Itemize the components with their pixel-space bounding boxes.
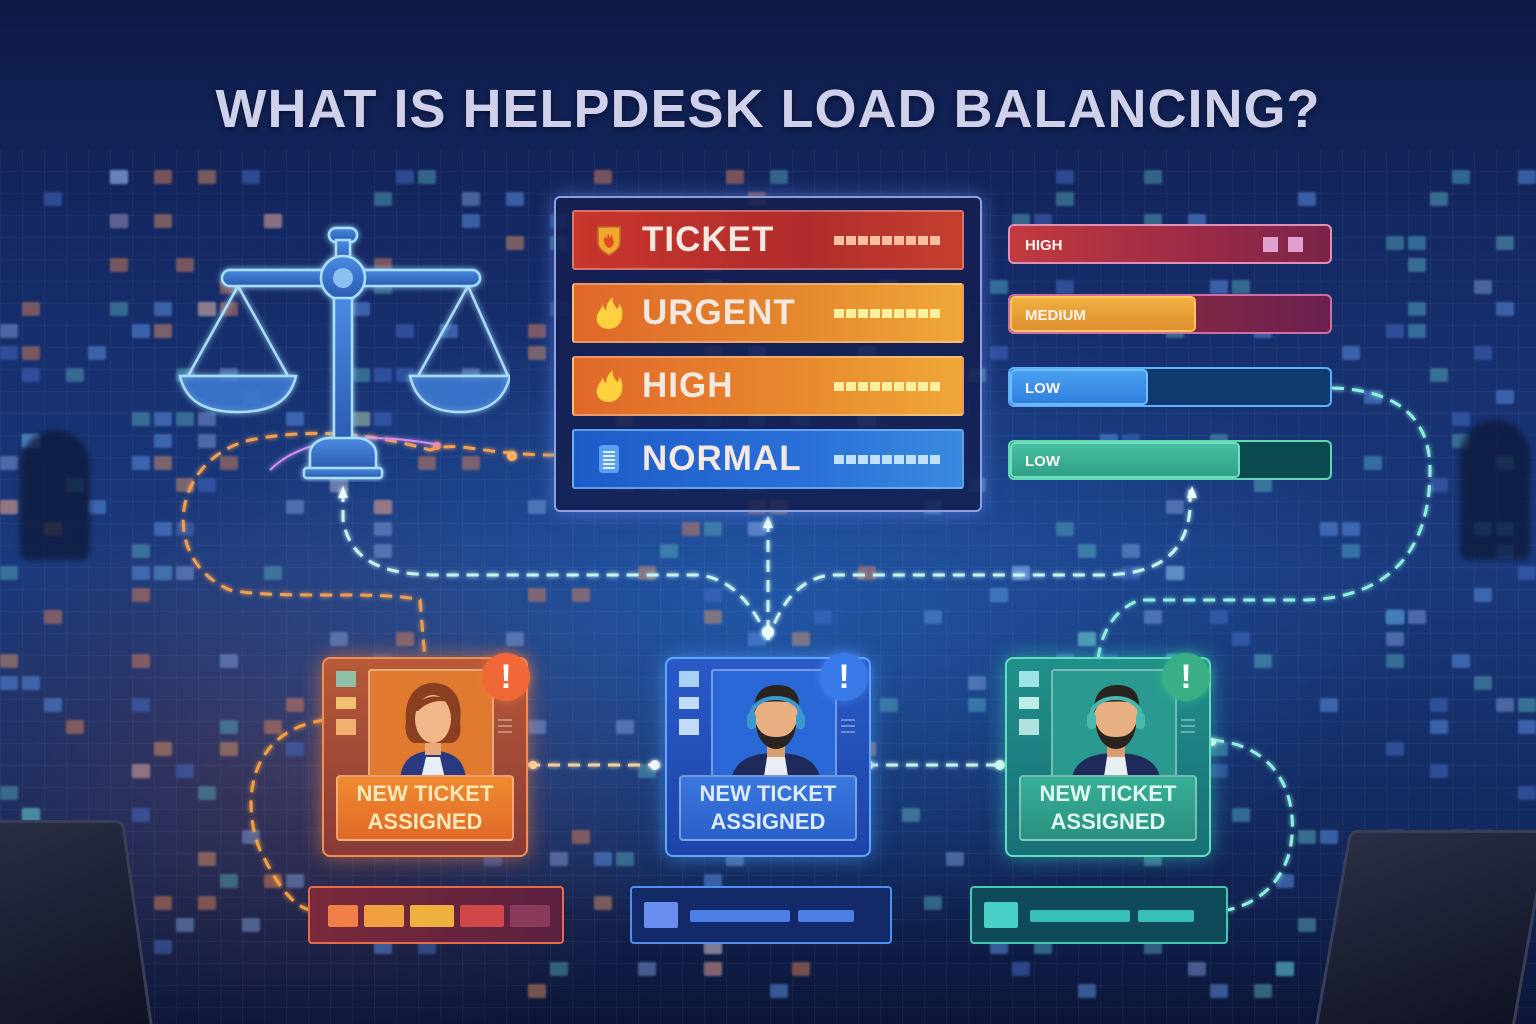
- status-banner: NEW TICKET ASSIGNED: [336, 775, 514, 841]
- card-side-icons: [336, 671, 358, 745]
- exclamation-icon: !: [1162, 653, 1210, 701]
- progress-dots: [834, 236, 940, 245]
- progress-dots: [834, 455, 940, 464]
- card-menu-icon: [1181, 719, 1195, 737]
- indicator-square: [1263, 237, 1278, 252]
- shield-flame-icon: [594, 223, 624, 257]
- avatar-male-agent-headset: [1051, 669, 1177, 781]
- scales-icon: [178, 226, 510, 480]
- document-icon: [594, 442, 624, 476]
- page-title: WHAT IS HELPDESK LOAD BALANCING?: [215, 79, 1321, 139]
- load-fill: [1010, 369, 1148, 405]
- priority-label: HIGH: [642, 366, 734, 405]
- ticket-queue-3: [970, 886, 1228, 944]
- status-line-1: NEW TICKET: [1039, 781, 1177, 806]
- ticket-queue-1: [308, 886, 564, 944]
- load-label: MEDIUM: [1025, 307, 1086, 324]
- priority-row-urgent[interactable]: URGENT: [572, 283, 964, 343]
- status-line-2: ASSIGNED: [367, 809, 483, 834]
- load-label: LOW: [1025, 453, 1060, 470]
- priority-row-ticket[interactable]: TICKET: [572, 210, 964, 270]
- office-chair-right: [1310, 830, 1536, 1024]
- card-menu-icon: [498, 719, 512, 737]
- progress-dots: [834, 382, 940, 391]
- indicator-square: [1288, 237, 1303, 252]
- load-bar-high: HIGH: [1008, 224, 1332, 264]
- flame-icon: [594, 296, 624, 330]
- ticket-queue-2: [630, 886, 892, 944]
- status-banner: NEW TICKET ASSIGNED: [679, 775, 857, 841]
- status-line-2: ASSIGNED: [1050, 809, 1166, 834]
- card-side-icons: [679, 671, 701, 745]
- card-side-icons: [1019, 671, 1041, 745]
- load-label: HIGH: [1025, 237, 1063, 254]
- progress-dots: [834, 309, 940, 318]
- load-fill: [1010, 296, 1196, 332]
- card-menu-icon: [841, 719, 855, 737]
- status-line-1: NEW TICKET: [356, 781, 494, 806]
- priority-label: TICKET: [642, 220, 775, 259]
- exclamation-icon: !: [482, 653, 530, 701]
- flame-icon: [594, 369, 624, 403]
- load-label: LOW: [1025, 380, 1060, 397]
- load-bar-low-blue: LOW: [1008, 367, 1332, 407]
- status-line-1: NEW TICKET: [699, 781, 837, 806]
- priority-queue-panel: TICKET URGENT HIGH NORMAL: [554, 196, 982, 512]
- priority-row-normal[interactable]: NORMAL: [572, 429, 964, 489]
- avatar-female-agent: [368, 669, 494, 781]
- priority-label: NORMAL: [642, 439, 802, 478]
- load-bar-low-teal: LOW: [1008, 440, 1332, 480]
- load-fill: [1010, 442, 1241, 478]
- status-banner: NEW TICKET ASSIGNED: [1019, 775, 1197, 841]
- person-silhouette-right: [1460, 420, 1530, 560]
- agent-card-2[interactable]: NEW TICKET ASSIGNED: [665, 657, 871, 857]
- agent-card-3[interactable]: NEW TICKET ASSIGNED: [1005, 657, 1211, 857]
- exclamation-icon: !: [820, 653, 868, 701]
- status-line-2: ASSIGNED: [710, 809, 826, 834]
- priority-row-high[interactable]: HIGH: [572, 356, 964, 416]
- avatar-male-agent-headset: [711, 669, 837, 781]
- load-bar-medium: MEDIUM: [1008, 294, 1332, 334]
- person-silhouette-left: [20, 430, 90, 560]
- priority-label: URGENT: [642, 293, 796, 332]
